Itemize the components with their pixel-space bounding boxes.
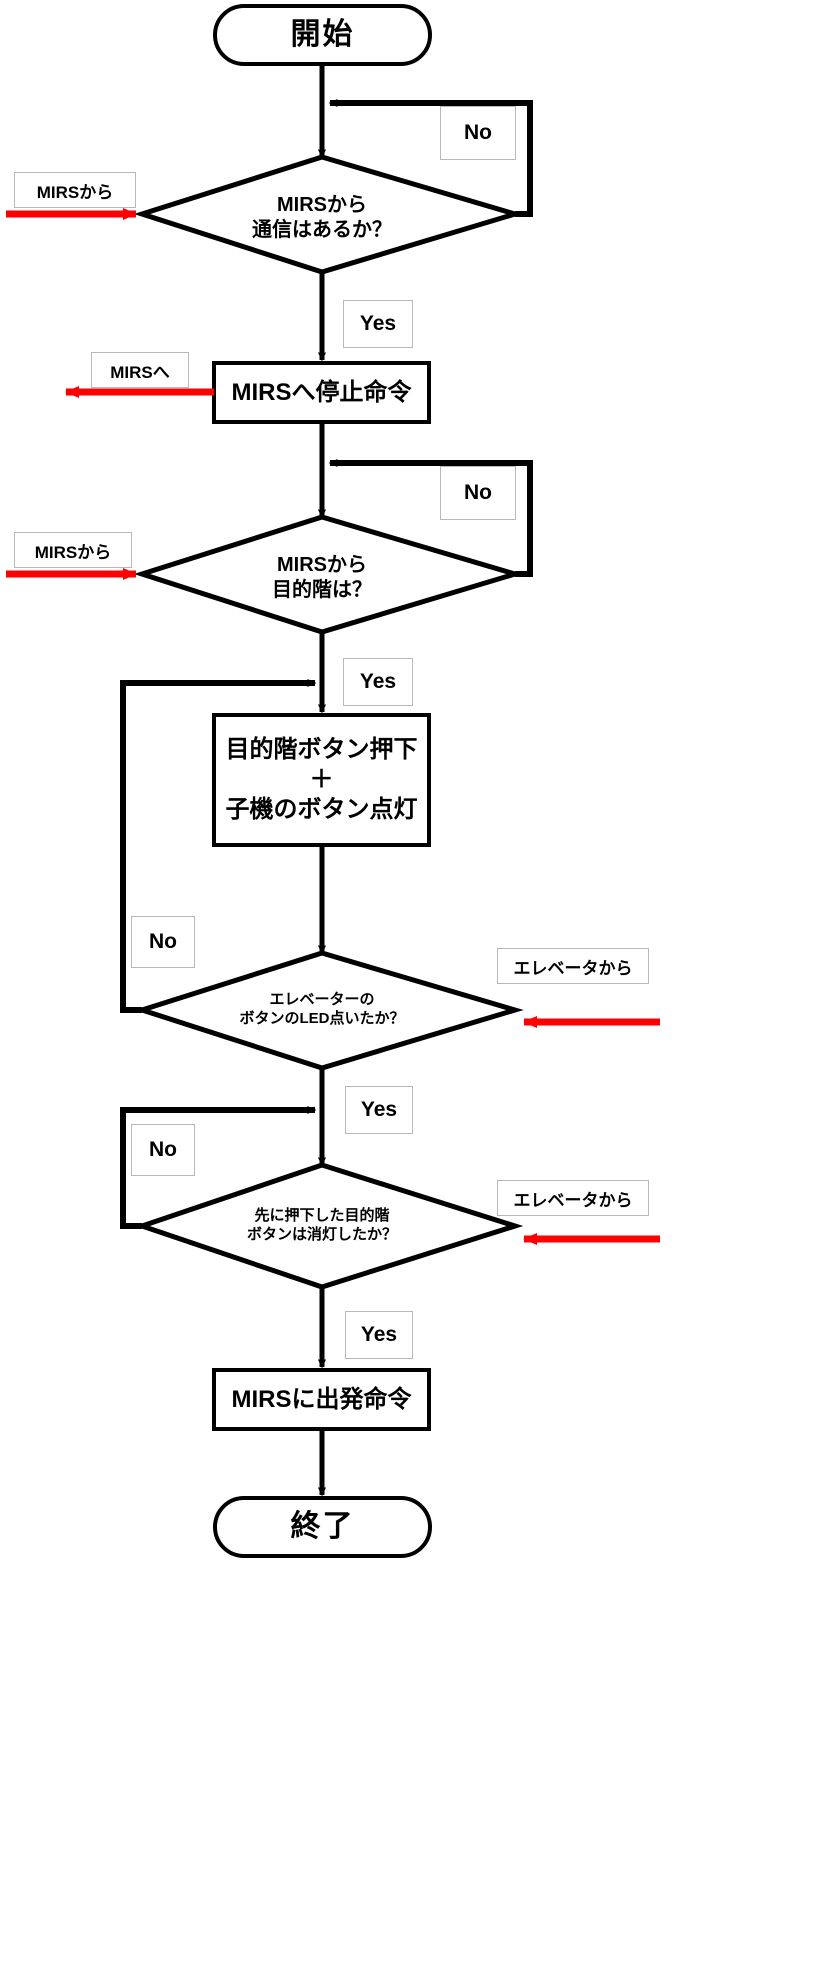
- node-start-shape: [213, 4, 432, 66]
- io-label-from-elevator-2: エレベータから: [497, 1180, 649, 1216]
- node-decision-comm-shape: [133, 154, 524, 275]
- branch-label-ledon-yes: Yes: [345, 1086, 413, 1134]
- io-label-to-mirs: MIRSへ: [91, 352, 189, 388]
- io-label-from-elevator-1: エレベータから: [497, 948, 649, 984]
- node-decision-floor-shape: [133, 514, 524, 635]
- node-process-stop-shape: [212, 361, 431, 424]
- node-decision-ledoff-shape: [134, 1162, 524, 1290]
- branch-label-floor-no: No: [440, 466, 516, 520]
- edge-comm-no-loop: [328, 99, 533, 217]
- node-decision-ledon-shape: [133, 950, 524, 1071]
- branch-label-floor-yes: Yes: [343, 658, 413, 706]
- io-label-from-mirs-1: MIRSから: [14, 172, 136, 208]
- branch-label-comm-no: No: [440, 106, 516, 160]
- edge-floor-no-loop: [328, 459, 533, 577]
- edge-ledon-no-loop: [120, 679, 317, 1013]
- io-label-from-mirs-2: MIRSから: [14, 532, 132, 568]
- branch-label-ledoff-yes: Yes: [345, 1311, 413, 1359]
- node-process-press-shape: [212, 713, 431, 847]
- node-end-shape: [213, 1496, 432, 1558]
- branch-label-ledoff-no: No: [131, 1124, 195, 1176]
- edge-ledoff-no-loop: [120, 1106, 317, 1229]
- node-process-depart-shape: [212, 1368, 431, 1431]
- branch-label-comm-yes: Yes: [343, 300, 413, 348]
- branch-label-ledon-no: No: [131, 916, 195, 968]
